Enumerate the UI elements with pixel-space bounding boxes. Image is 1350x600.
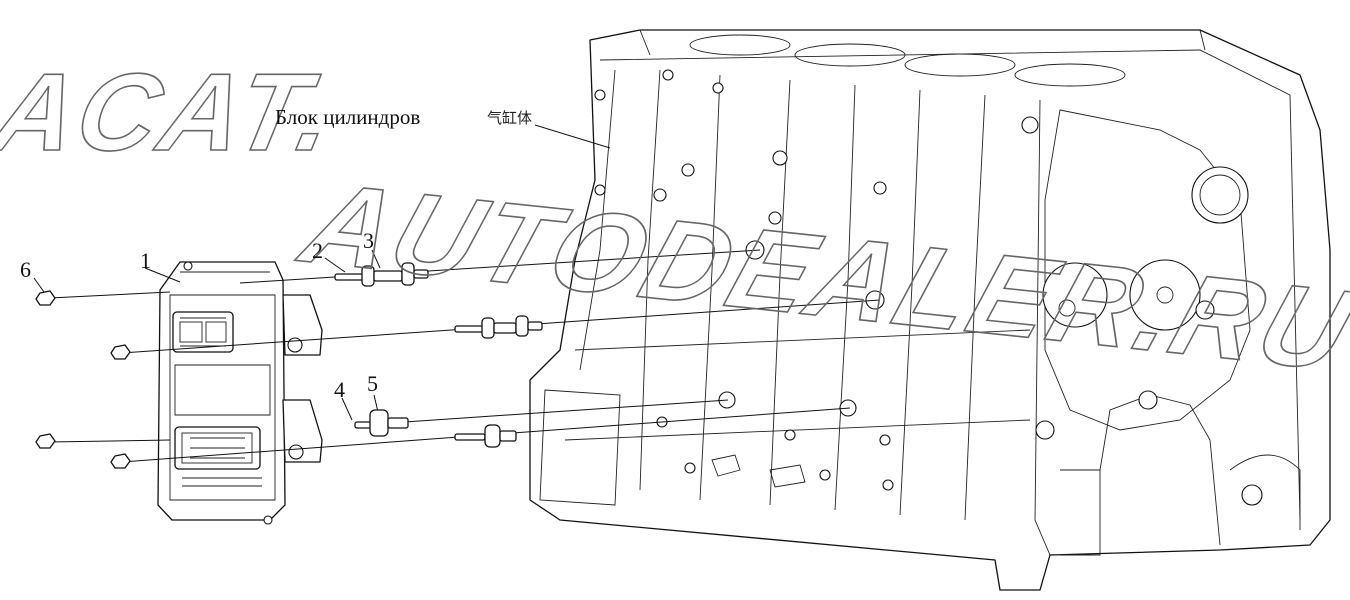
- cylinder-block: [529, 29, 1331, 591]
- callout-3: 3: [363, 228, 374, 253]
- nut-item-6: [35, 290, 131, 469]
- bolt-set-middle: [454, 315, 543, 339]
- callout-2: 2: [312, 238, 323, 263]
- ecu-control-unit: [157, 261, 323, 525]
- label-cylinder-block-ru: Блок цилиндров: [275, 105, 420, 129]
- label-cylinder-block-cn: 气缸体: [487, 109, 532, 127]
- bolt-set-lower: [454, 424, 517, 448]
- callout-1: 1: [140, 248, 151, 273]
- callout-6: 6: [20, 257, 31, 282]
- spacer-item-3: [361, 262, 429, 287]
- callout-4: 4: [334, 377, 345, 402]
- callout-5: 5: [367, 371, 378, 396]
- spacer-item-5: [369, 409, 409, 437]
- watermark-line-1: ACAT.: [0, 50, 349, 174]
